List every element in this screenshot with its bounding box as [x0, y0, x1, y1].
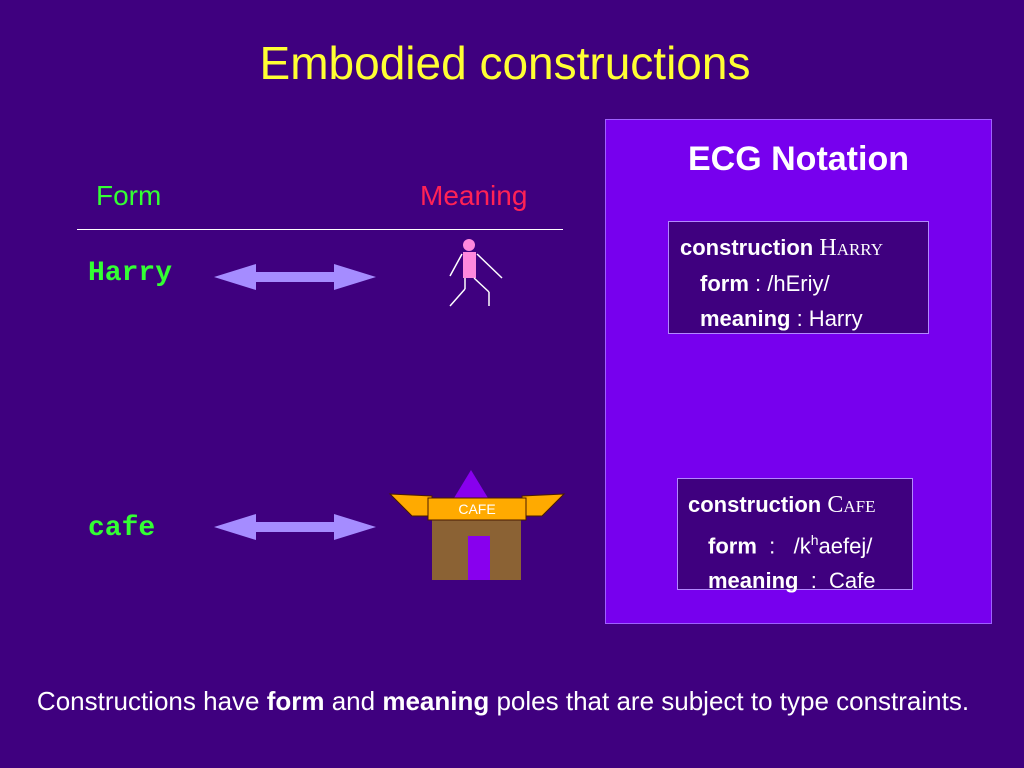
cafe-building-icon: CAFE: [388, 470, 566, 580]
construction-line: construction Harry: [680, 235, 883, 261]
form-word-cafe: cafe: [88, 513, 156, 544]
slide-caption: Constructions have form and meaning pole…: [36, 686, 970, 716]
cafe-sign-text: CAFE: [458, 501, 495, 517]
slide-title: Embodied constructions: [259, 37, 751, 89]
form-column-header: Form: [96, 180, 162, 211]
form-line: form : /khaefej/: [708, 532, 873, 559]
ecg-notation-title: ECG Notation: [688, 140, 909, 178]
harry-double-arrow: [214, 264, 376, 290]
form-line: form : /hEriy/: [700, 271, 830, 296]
construction-line: construction Cafe: [688, 492, 876, 518]
meaning-line: meaning : Cafe: [708, 568, 876, 594]
meaning-column-header: Meaning: [420, 180, 528, 211]
cafe-double-arrow: [214, 514, 376, 540]
meaning-line: meaning : Harry: [700, 306, 863, 331]
harry-construction-box: construction Harry form : /hEriy/ meanin…: [668, 221, 929, 334]
form-word-harry: Harry: [88, 258, 173, 289]
stick-figure-icon: [449, 239, 503, 307]
cafe-construction-box: construction Cafe form : /khaefej/ meani…: [677, 478, 913, 593]
header-divider: [77, 229, 563, 230]
